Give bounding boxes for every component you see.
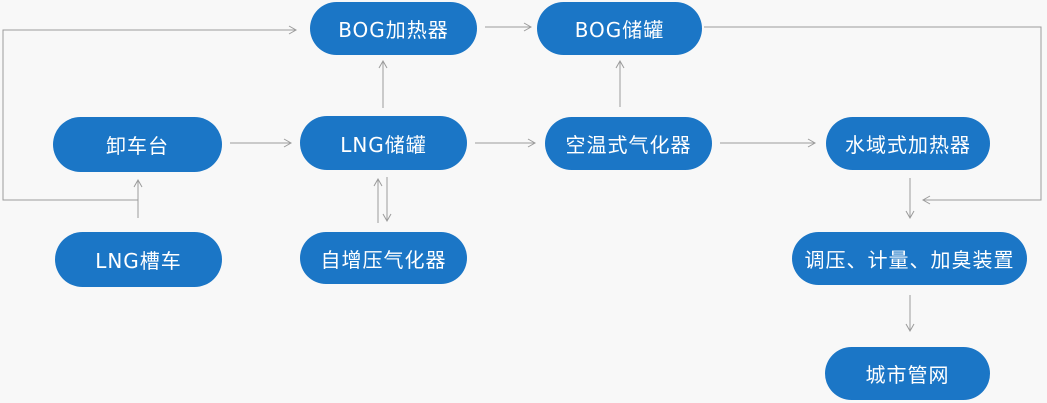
node-ambient-vaporizer-label: 空温式气化器 <box>565 133 692 157</box>
node-bog-heater-label: BOG加热器 <box>338 18 449 42</box>
node-regulating-metering-odorizing-label: 调压、计量、加臭装置 <box>804 248 1015 272</box>
node-self-pressurizing-vaporizer-label: 自增压气化器 <box>320 247 447 272</box>
node-ambient-vaporizer: 空温式气化器 <box>545 117 712 170</box>
node-bog-tank-label: BOG储罐 <box>574 18 665 42</box>
connector-unloading-to-bog-heater <box>2 25 298 201</box>
node-regulating-metering-odorizing: 调压、计量、加臭装置 <box>792 232 1027 285</box>
node-water-bath-heater-label: 水域式加热器 <box>845 133 971 157</box>
node-unloading-platform-label: 卸车台 <box>106 134 169 158</box>
node-city-pipeline-network: 城市管网 <box>825 347 990 400</box>
node-city-pipeline-network-label: 城市管网 <box>865 363 950 387</box>
node-lng-tanker: LNG槽车 <box>55 232 222 287</box>
node-bog-tank: BOG储罐 <box>537 2 702 55</box>
node-lng-tanker-label: LNG槽车 <box>95 249 182 273</box>
connector-bog-tank-to-regulator <box>704 26 1042 205</box>
node-lng-tank-label: LNG储罐 <box>340 132 427 157</box>
node-unloading-platform: 卸车台 <box>53 117 222 172</box>
node-self-pressurizing-vaporizer: 自增压气化器 <box>300 232 467 284</box>
node-bog-heater: BOG加热器 <box>310 2 477 55</box>
node-lng-tank: LNG储罐 <box>300 116 467 170</box>
node-water-bath-heater: 水域式加热器 <box>826 117 990 170</box>
